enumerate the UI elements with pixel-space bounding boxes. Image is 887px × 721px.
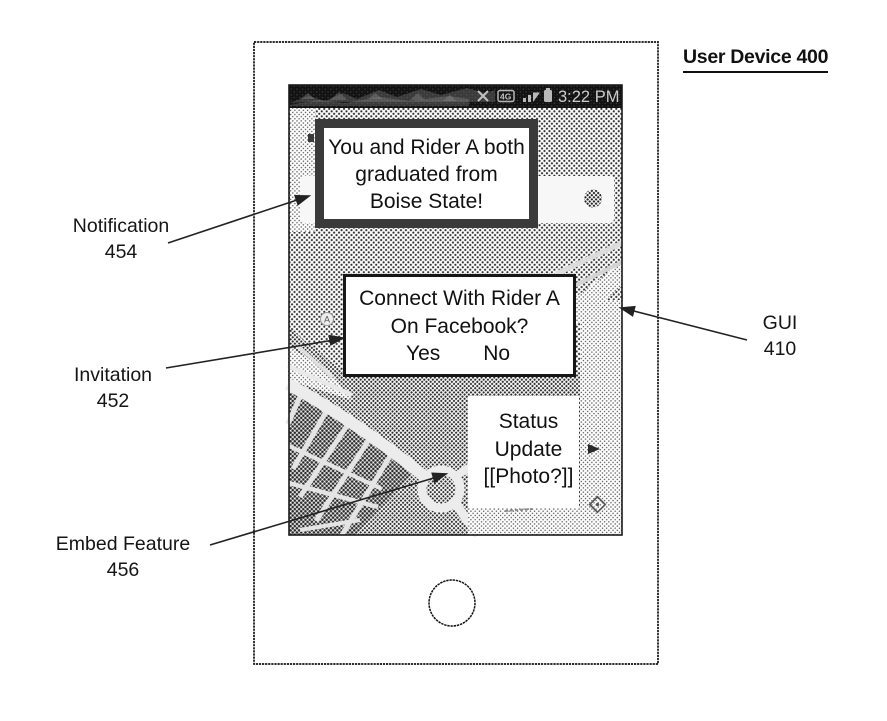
svg-text:A: A [324,315,330,325]
svg-text:4G: 4G [500,92,512,102]
svg-text:3:22 PM: 3:22 PM [558,88,619,106]
